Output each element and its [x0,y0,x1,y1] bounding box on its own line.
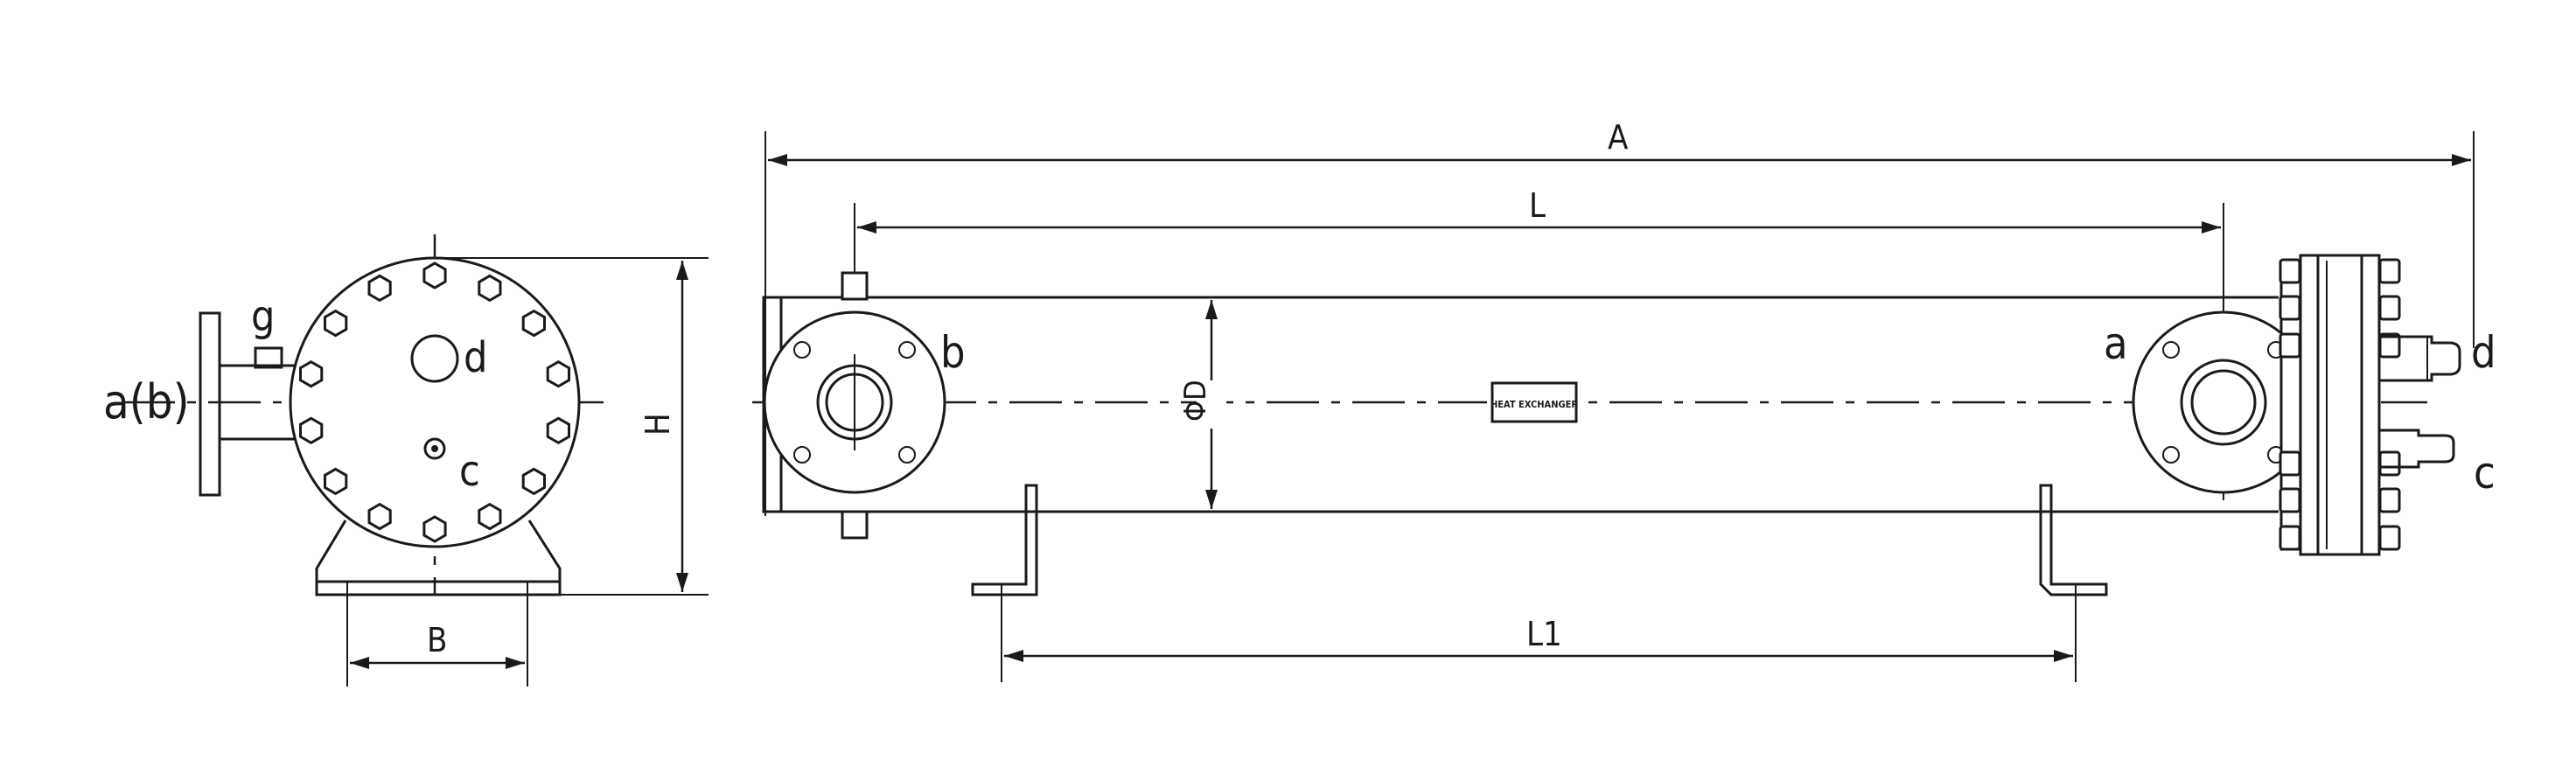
head-bolt [2279,525,2301,551]
bolt-hex [422,261,447,289]
label-port-g: g [251,292,275,341]
label-nozzle-b: b [940,327,966,378]
label-port-c: c [459,447,480,496]
label-port-d: d [464,333,487,382]
bolt-hex [546,359,570,388]
label-dim-l: L [1529,186,1546,225]
end-view-shell-circle [289,256,581,548]
head-bolt [2378,295,2401,321]
head-bolt [2378,525,2401,551]
nameplate-text: HEAT EXCHANGER [1490,399,1578,410]
port-d-nozzle [2379,335,2461,382]
head-bolt [2279,450,2301,477]
head-flange-cover [2299,254,2381,556]
dim-l-arrow-left [857,221,876,234]
label-dim-d: ΦD [1178,380,1213,422]
nameplate-bg [1487,380,1581,424]
end-view-saddle [315,520,562,596]
bolt-hex [324,309,348,338]
nameplate [1490,381,1578,423]
head-bolt [2378,450,2401,477]
right-support-leg [2039,484,2108,596]
label-dim-l1: L1 [1526,615,1562,653]
nozzle-a-hole-3 [2162,446,2180,464]
left-support-leg [971,484,1038,596]
port-d-circle [410,334,459,383]
dim-d-arrow-top [1205,300,1218,319]
dim-l-arrow-right [2202,221,2221,234]
nozzle-b-top-bolt [841,271,869,301]
dim-h-arrow-top [676,261,688,280]
dim-l1-arrow-right [2054,650,2073,662]
end-view-bolt-ring [299,261,570,543]
label-side-port-d: d [2471,327,2496,378]
label-dim-h: H [639,413,677,436]
bolt-hex [367,274,392,303]
head-bolt [2378,258,2401,284]
head-bolt [2378,487,2401,513]
bolt-hex [422,515,447,543]
port-c-circle [423,437,446,460]
bolt-hex [521,467,546,496]
dim-b-arrow-left [350,657,369,669]
head-bolt [2378,332,2401,359]
head-flange-bolts [2279,258,2401,551]
bolt-hex [299,359,324,388]
inlet-flange [199,311,221,497]
dim-a-arrow-right [2452,154,2471,166]
nozzle-b-hole-2 [898,341,916,359]
label-side-port-c: c [2474,448,2496,499]
label-inlet-ab: a(b) [103,374,190,429]
port-c-dot [431,445,438,452]
dim-d-label-bg [1197,380,1226,429]
head-bolt [2279,332,2301,359]
bolt-hex [478,274,502,303]
nozzle-b-hole-1 [793,341,811,359]
nozzle-b-hole-4 [898,446,916,464]
dim-d-arrow-bottom [1205,490,1218,509]
label-dim-b: B [427,621,447,659]
nozzle-a-hole-1 [2162,341,2180,359]
label-dim-a: A [1608,118,1629,157]
nozzle-a-bore-inner [2190,369,2257,436]
label-nozzle-a: a [2104,318,2128,369]
port-g-stub [254,346,283,369]
bolt-hex [478,502,502,531]
bolt-hex [521,309,546,338]
head-bolt [2279,487,2301,513]
nozzle-b-bottom-bolt [841,510,869,540]
nozzle-b-hole-3 [793,446,811,464]
port-c-nozzle [2379,429,2455,469]
dim-h-arrow-bottom [676,573,688,592]
dim-l1-arrow-left [1004,650,1023,662]
dim-a-arrow-left [768,154,787,166]
end-view: a(b) g d c H B [103,234,709,687]
bolt-hex [299,416,324,445]
nozzle-a-bore-outer [2180,359,2267,446]
head-bolt [2279,295,2301,321]
head-bolt [2279,258,2301,284]
bolt-hex [324,467,348,496]
bolt-hex [546,416,570,445]
side-view: A L b a [752,118,2496,682]
dim-b-arrow-right [506,657,525,669]
bolt-hex [367,502,392,531]
